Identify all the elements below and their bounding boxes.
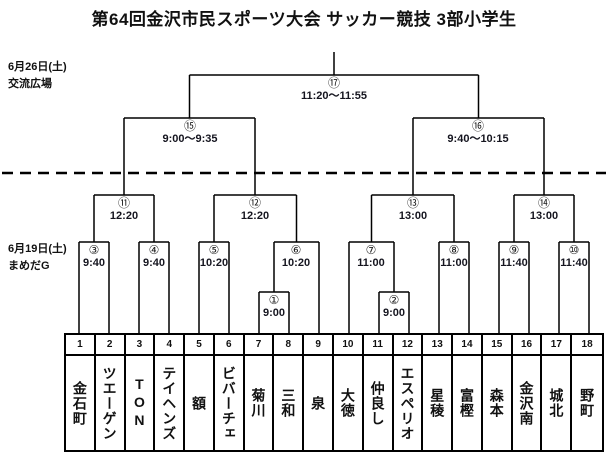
match-label-17-final: ⑰ 11:20～11:55	[301, 77, 367, 102]
team-name: 大徳	[334, 356, 364, 450]
match-label-7: ⑦ 11:00	[357, 244, 385, 269]
match-time: 9:00～9:35	[162, 133, 218, 145]
team-number: 2	[96, 335, 126, 354]
team-number: 4	[155, 335, 186, 354]
team-name: エスペリオ	[394, 356, 424, 450]
match-number: ②	[388, 293, 400, 307]
match-number: ⑦	[365, 243, 377, 257]
first-day-venue-label: まめだG	[8, 260, 50, 272]
team-number: 14	[453, 335, 483, 354]
match-number: ⑯	[471, 119, 484, 133]
match-label-5: ⑤ 10:20	[200, 244, 228, 269]
match-label-1: ① 9:00	[263, 294, 285, 319]
match-time: 11:00	[357, 257, 385, 269]
match-number: ⑮	[183, 119, 197, 133]
team-number: 3	[126, 335, 156, 354]
team-name: 金沢南	[513, 356, 543, 450]
match-time: 11:00	[440, 257, 468, 269]
match-number: ⑨	[508, 243, 520, 257]
match-time: 10:20	[199, 257, 229, 269]
team-number-row: 1 2 3 4 5 6 7 8 9 10 11 12 13 14 15 16 1…	[66, 335, 602, 356]
team-number: 6	[215, 335, 245, 354]
team-name: 森本	[483, 356, 513, 450]
match-time: 9:40～10:15	[447, 133, 509, 145]
team-number: 12	[394, 335, 424, 354]
match-time: 9:40	[142, 257, 166, 269]
team-name-row: 金石町 ツエーゲン TON テイヘンズ 額 ビバーチェ 菊川 三和 泉 大徳 仲…	[66, 356, 602, 450]
match-number: ⑰	[327, 76, 340, 90]
team-name: ビバーチェ	[215, 356, 245, 450]
match-number: ⑬	[406, 196, 420, 210]
team-name: 菊川	[245, 356, 275, 450]
team-name: テイヘンズ	[155, 356, 186, 450]
team-name: 城北	[542, 356, 573, 450]
team-number: 17	[542, 335, 573, 354]
match-label-14: ⑭ 13:00	[530, 197, 558, 222]
match-label-11: ⑪ 12:20	[110, 197, 138, 222]
match-time: 12:20	[109, 210, 139, 222]
match-label-6: ⑥ 10:20	[282, 244, 310, 269]
team-number: 5	[185, 335, 215, 354]
match-label-16: ⑯ 9:40～10:15	[447, 120, 508, 145]
team-name: 星稜	[423, 356, 454, 450]
team-name: 仲良し	[364, 356, 394, 450]
match-number: ⑧	[448, 243, 460, 257]
match-number: ⑤	[208, 243, 220, 257]
final-day-venue-label: 交流広場	[8, 78, 52, 90]
match-number: ①	[268, 293, 280, 307]
team-number: 11	[364, 335, 394, 354]
match-label-8: ⑧ 11:00	[440, 244, 468, 269]
team-name: 金石町	[66, 356, 96, 450]
team-name: 額	[185, 356, 215, 450]
team-number: 16	[513, 335, 543, 354]
team-number: 1	[66, 335, 96, 354]
team-name: 三和	[274, 356, 305, 450]
match-number: ⑪	[117, 196, 131, 210]
team-name: 野町	[579, 388, 596, 418]
team-number: 9	[304, 335, 334, 354]
team-table: 1 2 3 4 5 6 7 8 9 10 11 12 13 14 15 16 1…	[64, 333, 604, 452]
team-name: ツエーゲン	[96, 356, 126, 450]
match-time: 11:20～11:55	[300, 90, 368, 102]
match-time: 11:40	[500, 257, 528, 269]
match-label-15: ⑮ 9:00～9:35	[162, 120, 217, 145]
match-time: 12:20	[240, 210, 270, 222]
match-label-3: ③ 9:40	[83, 244, 105, 269]
team-name: 富樫	[453, 356, 483, 450]
team-number: 10	[334, 335, 364, 354]
team-number: 7	[245, 335, 275, 354]
team-number: 15	[483, 335, 513, 354]
match-number: ⑫	[248, 196, 262, 210]
team-number: 13	[423, 335, 454, 354]
final-lines	[189, 52, 479, 76]
match-time: 9:00	[382, 307, 406, 319]
match-time: 10:20	[281, 257, 311, 269]
match-time: 13:00	[529, 210, 559, 222]
match-label-12: ⑫ 12:20	[241, 197, 269, 222]
team-name: 泉	[304, 356, 334, 450]
match-number: ⑥	[290, 243, 302, 257]
page-title: 第64回金沢市民スポーツ大会 サッカー競技 3部小学生	[91, 10, 517, 29]
match-number: ⑩	[568, 243, 580, 257]
match-label-4: ④ 9:40	[143, 244, 165, 269]
team-name: TON	[126, 356, 156, 450]
match-number: ④	[148, 243, 160, 257]
final-day-date-label: 6月26日(土)	[8, 61, 67, 73]
match-label-13: ⑬ 13:00	[399, 197, 427, 222]
match-label-9: ⑨ 11:40	[500, 244, 528, 269]
match-number: ③	[88, 243, 100, 257]
match-time: 9:40	[82, 257, 106, 269]
match-time: 13:00	[398, 210, 428, 222]
round2-lines	[79, 195, 589, 243]
match-time: 9:00	[262, 307, 286, 319]
match-number: ⑭	[537, 196, 551, 210]
match-label-2: ② 9:00	[383, 294, 405, 319]
match-time: 11:40	[560, 257, 588, 269]
team-number: 8	[274, 335, 305, 354]
match-label-10: ⑩ 11:40	[560, 244, 588, 269]
team-number: 18	[581, 339, 593, 350]
first-day-date-label: 6月19日(土)	[8, 243, 67, 255]
